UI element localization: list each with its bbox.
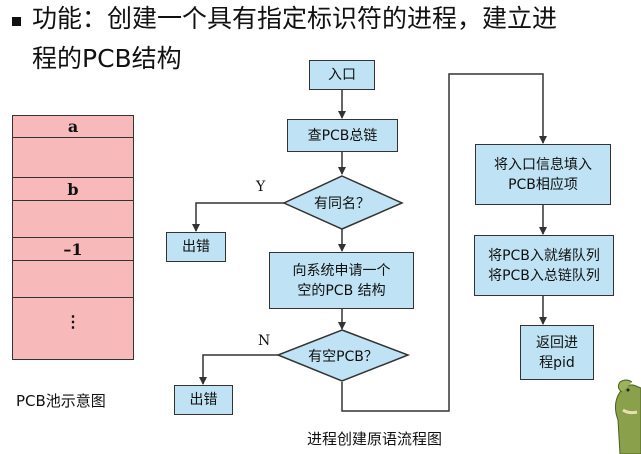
fill-line-2: PCB相应项: [508, 176, 578, 193]
return-pid-box: 返回进 程pid: [520, 325, 594, 380]
error-2-label: 出错: [189, 392, 218, 408]
enqueue-box: 将PCB入就绪队列 将PCB入总链队列: [474, 235, 614, 296]
decision-free-pcb: [275, 329, 411, 382]
flowchart-caption: 进程创建原语流程图: [307, 430, 443, 448]
enqueue-line-2: 将PCB入总链队列: [488, 267, 600, 284]
pool-row-a-body: [12, 137, 134, 178]
enqueue-line-1: 将PCB入就绪队列: [488, 247, 600, 264]
arrow-free-to-error2: [199, 354, 278, 385]
fill-line-1: 将入口信息填入: [494, 156, 592, 173]
request-line-2: 空的PCB 结构: [297, 282, 386, 299]
square-bullet-icon: [12, 17, 21, 26]
same-name-label: 有同名？: [314, 196, 370, 212]
fill-info-box: 将入口信息填入 PCB相应项: [475, 144, 611, 205]
start-label: 入口: [328, 67, 356, 83]
error-box-2: 出错: [174, 385, 233, 415]
page-title-line-2: 程的PCB结构: [32, 44, 182, 73]
no-label: N: [258, 333, 271, 349]
pool-label-neg1: –1: [63, 240, 83, 259]
pool-label-b: b: [67, 180, 79, 199]
free-pcb-label: 有空PCB？: [308, 349, 378, 365]
check-chain-label: 查PCB总链: [307, 127, 378, 144]
error-1-label: 出错: [182, 239, 210, 255]
pcb-pool-caption: PCB池示意图: [16, 392, 106, 410]
check-chain-box: 查PCB总链: [287, 119, 398, 152]
pool-label-ellipsis: ⋮: [65, 312, 81, 331]
page-title-line-1: 功能：创建一个具有指定标识符的进程，建立进: [32, 4, 558, 33]
pool-label-a: a: [67, 117, 79, 136]
request-line-1: 向系统申请一个: [292, 262, 391, 279]
error-box-1: 出错: [166, 232, 226, 262]
pool-row-ellipsis: [12, 297, 134, 360]
return-line-2: 程pid: [539, 354, 575, 371]
return-line-1: 返回进: [536, 334, 578, 351]
dinosaur-mascot-icon: [614, 379, 641, 454]
arrow-same-to-error1: [192, 202, 284, 232]
decision-same-name: [282, 175, 404, 230]
request-pcb-box: 向系统申请一个 空的PCB 结构: [269, 252, 414, 309]
arrow-free-to-fill: [341, 73, 547, 412]
start-box: 入口: [309, 60, 375, 90]
yes-label: Y: [256, 179, 266, 195]
